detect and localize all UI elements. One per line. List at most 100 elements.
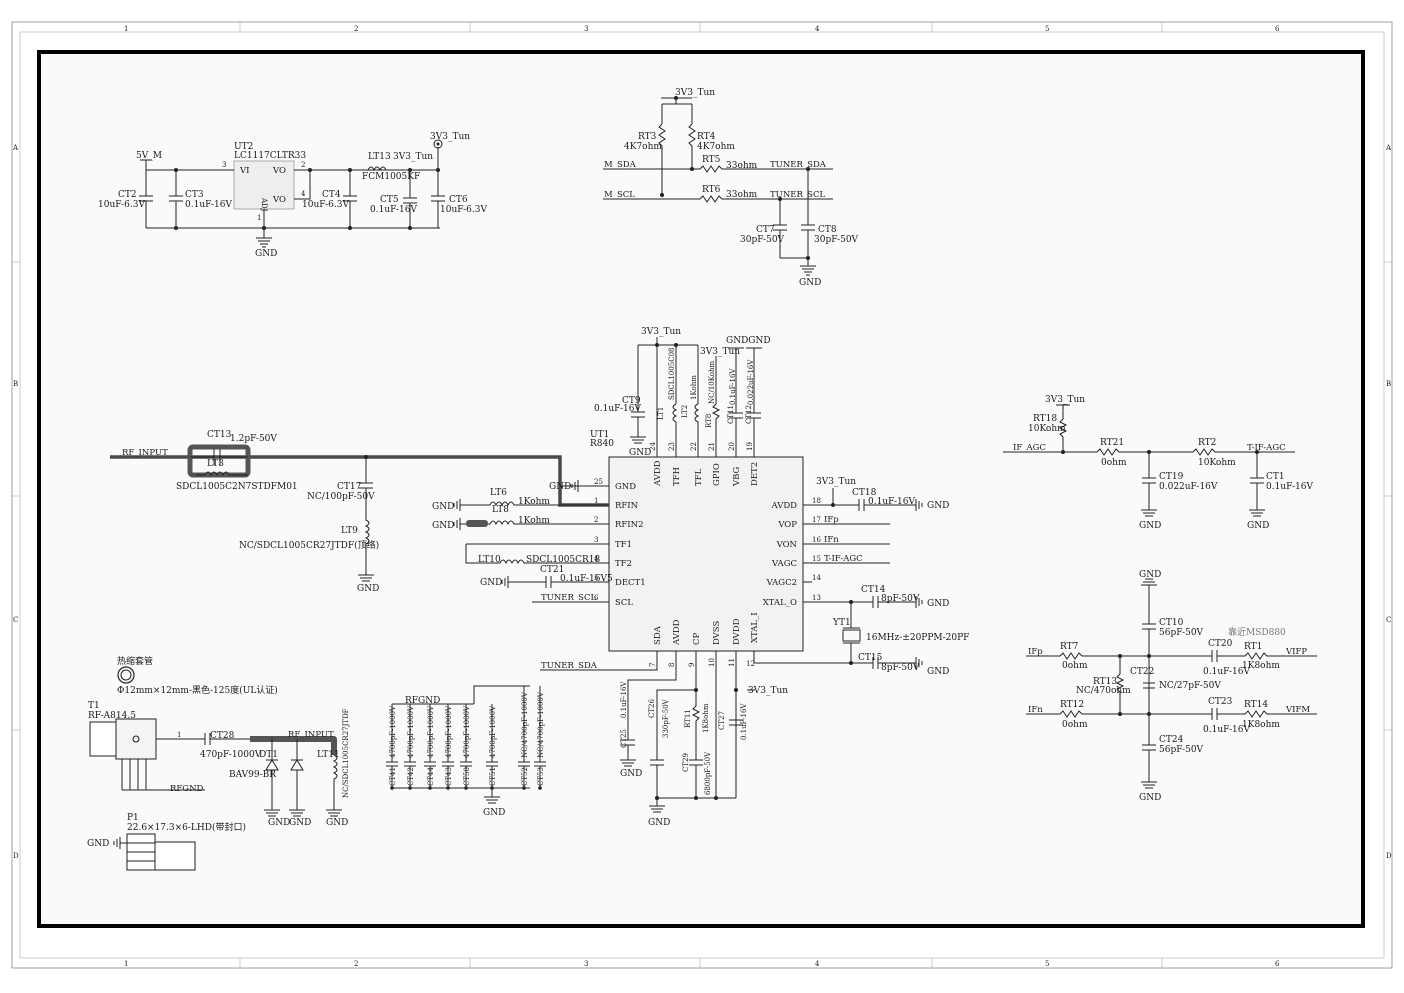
regulator-ic[interactable]: [233, 160, 295, 210]
net-m-scl: M_SCL: [604, 190, 635, 200]
col-label: 5: [1045, 960, 1049, 968]
tuner-pin-name: SCL: [615, 598, 633, 608]
ct28-val: 470pF-1000V: [200, 750, 262, 760]
lt10-ref: LT10: [478, 555, 501, 565]
t-if-agc-net: T-IF-AGC: [1247, 443, 1286, 453]
pin-vi: VI: [239, 166, 250, 176]
ct13-ref: CT13: [207, 430, 232, 440]
vop-net: IFp: [824, 515, 839, 525]
tuner-peripherals: 3V3_Tun GND CT9 0.1uF-16V LT1 SDCL1005C0…: [110, 327, 969, 828]
esd-gnd: GND: [483, 808, 505, 818]
yt1-val: 16MHz-±20PPM-20PF: [866, 633, 969, 643]
tuner-pin-num: 22: [690, 442, 698, 451]
col-label: 2: [354, 960, 358, 968]
ct8-ref: CT8: [818, 225, 837, 235]
rt3-ref: RT3: [638, 132, 657, 142]
net-m-sda: M_SDA: [604, 160, 637, 170]
tuner-pin-name: AVDD: [653, 460, 663, 487]
tuner-pin-name: TF2: [615, 559, 632, 569]
ct11-val: 0.1uF-16V: [729, 368, 737, 405]
ct25-ref: CT25: [620, 729, 628, 748]
esd-cap-val: NC/4700pF-1000V: [521, 691, 529, 758]
ct12-val: 0.022uF-16V: [747, 359, 755, 405]
row-label: C: [13, 616, 18, 624]
tuner-pin-num: 4: [594, 555, 599, 563]
tuner-pin-num: 20: [728, 442, 736, 451]
scl-net: TUNER_SCL: [541, 593, 596, 603]
t1-ref: T1: [88, 701, 100, 711]
rt11-ref: RT11: [684, 709, 692, 728]
net-5v-m: 5V_M: [136, 151, 162, 161]
col-label: 5: [1045, 25, 1049, 33]
ifn-net: IFn: [1028, 705, 1043, 715]
ct2-val: 10uF-6.3V: [98, 200, 145, 210]
tuner-pin-num: 16: [812, 536, 821, 544]
lt11-gnd: GND: [326, 818, 348, 828]
tuner-pin-num: 17: [812, 516, 821, 524]
ct15-val: 8pF-50V: [881, 663, 920, 673]
ct19-val: 0.022uF-16V: [1159, 482, 1218, 492]
tuner-pin-num: 10: [708, 658, 716, 667]
rt14-ref: RT14: [1244, 700, 1268, 710]
esd-cap-ref: CT44: [427, 767, 435, 786]
ct6-ref: CT6: [449, 195, 468, 205]
tuner-pin-num: 21: [708, 442, 716, 451]
ct14-ref: CT14: [861, 585, 886, 595]
pin-4: 4: [301, 190, 306, 198]
row-label: B: [1386, 380, 1391, 388]
zone-ticks: [12, 22, 1392, 968]
rt1-ref: RT1: [1244, 642, 1262, 652]
ct4-ref: CT4: [322, 190, 341, 200]
ut2-part: LC1117CLTR33: [234, 151, 306, 161]
tuner-pin-num: 25: [594, 478, 603, 486]
esd-cap-symbol: [460, 704, 472, 788]
tuner-pin-num: 6: [594, 594, 599, 602]
tuner-pin-num: 18: [812, 497, 821, 505]
esd-cap-ref: CT43: [445, 767, 453, 786]
tuner-pin-num: 19: [746, 442, 754, 451]
tuner-pin-name: RFIN2: [615, 520, 644, 530]
if-filter-block: GND CT10 56pF-50V 靠近MSD880 IFp IFn RT7 0…: [1026, 570, 1317, 803]
ct10-ref: CT10: [1159, 618, 1184, 628]
lt2-val: 1Kohm: [690, 375, 698, 400]
ct4-val: 10uF-6.3V: [302, 200, 349, 210]
tuner-pin-num: 9: [688, 663, 696, 667]
esd-cap-symbol: [518, 686, 530, 788]
esd-cap-val: 4700pF-1000V: [389, 705, 397, 758]
p1-val: 22.6×17.3×6-LHD(带封口): [127, 821, 246, 833]
row-label: D: [13, 852, 19, 860]
tuner-pin-num: 2: [594, 516, 598, 524]
col-label: 1: [124, 25, 128, 33]
rfgnd-net: RFGND: [170, 784, 204, 794]
lt11-ref: LT11: [317, 750, 340, 760]
row-label: D: [1386, 852, 1392, 860]
col-label: 4: [815, 960, 820, 968]
tuner-pin-name: DET2: [750, 462, 760, 486]
rt14-val: 1K8ohm: [1242, 720, 1280, 730]
col-label: 1: [124, 960, 128, 968]
junction-dot: [408, 786, 412, 790]
lt1-ref: LT1: [657, 407, 665, 420]
ct3-val: 0.1uF-16V: [185, 200, 232, 210]
ct12-ref: CT12: [745, 405, 753, 424]
net-3v3-out: 3V3_Tun: [393, 152, 433, 162]
tuner-gnd: GND: [629, 448, 651, 458]
dvdd-pwr: 3V3_Tun: [748, 686, 788, 696]
ct9-val: 0.1uF-16V: [594, 404, 641, 414]
rt1-val: 1K8ohm: [1242, 661, 1280, 671]
rt21-val: 0ohm: [1101, 458, 1127, 468]
tuner-ic[interactable]: [608, 456, 804, 652]
rt4-val: 4K7ohm: [697, 142, 735, 152]
ut1-part: R840: [590, 439, 614, 449]
junction-dot: [428, 786, 432, 790]
row-label: A: [12, 144, 19, 152]
bottom-gnd: GND: [1139, 793, 1161, 803]
esd-cap-symbol: [486, 704, 498, 788]
rt3-val: 4K7ohm: [624, 142, 662, 152]
rt5-ref: RT5: [702, 155, 721, 165]
junction-dot: [522, 786, 526, 790]
i2c-gnd: GND: [799, 278, 821, 288]
esd-cap-symbol: [534, 686, 546, 788]
ct5-ref: CT5: [380, 195, 399, 205]
ct24-ref: CT24: [1159, 735, 1184, 745]
